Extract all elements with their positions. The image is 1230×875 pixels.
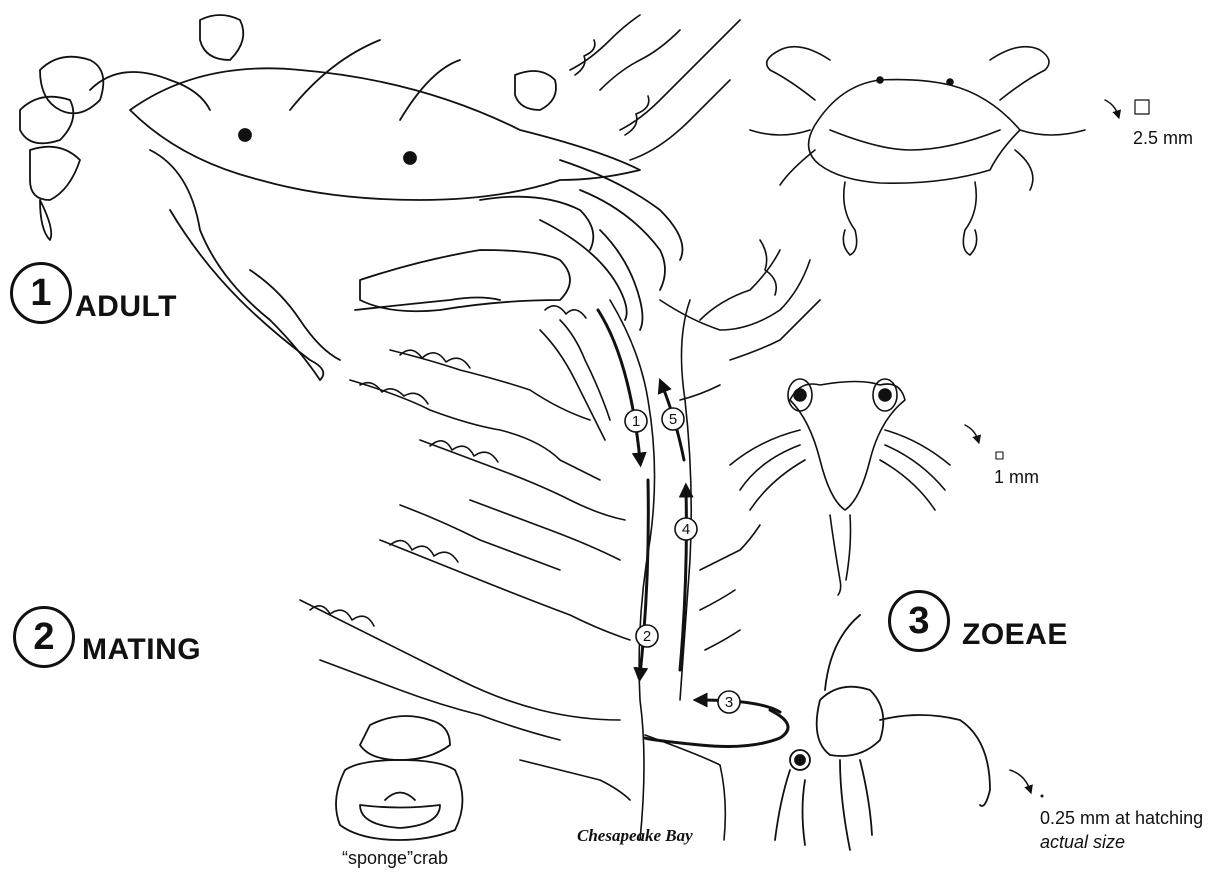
stage-label-adult: ADULT <box>75 290 177 324</box>
cycle-step-3-label: 3 <box>725 694 733 711</box>
stage-label-mating: MATING <box>82 633 201 667</box>
scale-zoea-note: actual size <box>1040 832 1125 853</box>
bay-caption: Chesapeake Bay <box>577 826 693 846</box>
juvenile-crab-illustration <box>750 47 1149 255</box>
sponge-crab-caption: “sponge”crab <box>342 848 448 869</box>
adult-crab-illustration <box>20 15 683 380</box>
sponge-crab-illustration <box>336 716 463 840</box>
stage-label-zoeae: ZOEAE <box>962 618 1068 652</box>
scale-megalopa: 1 mm <box>994 467 1039 488</box>
cycle-step-2-label: 2 <box>643 628 651 645</box>
stage-number-zoeae: 3 <box>888 590 950 652</box>
megalopa-illustration <box>730 379 1003 595</box>
cycle-step-1-label: 1 <box>632 413 640 430</box>
cycle-step-5-label: 5 <box>669 411 677 428</box>
scale-zoea-size: 0.25 mm at hatching <box>1040 808 1203 829</box>
chesapeake-bay-map <box>300 15 820 840</box>
stage-number-mating: 2 <box>13 606 75 668</box>
stage-number-adult: 1 <box>10 262 72 324</box>
cycle-step-4-label: 4 <box>682 521 690 538</box>
scale-juvenile-crab: 2.5 mm <box>1133 128 1193 149</box>
